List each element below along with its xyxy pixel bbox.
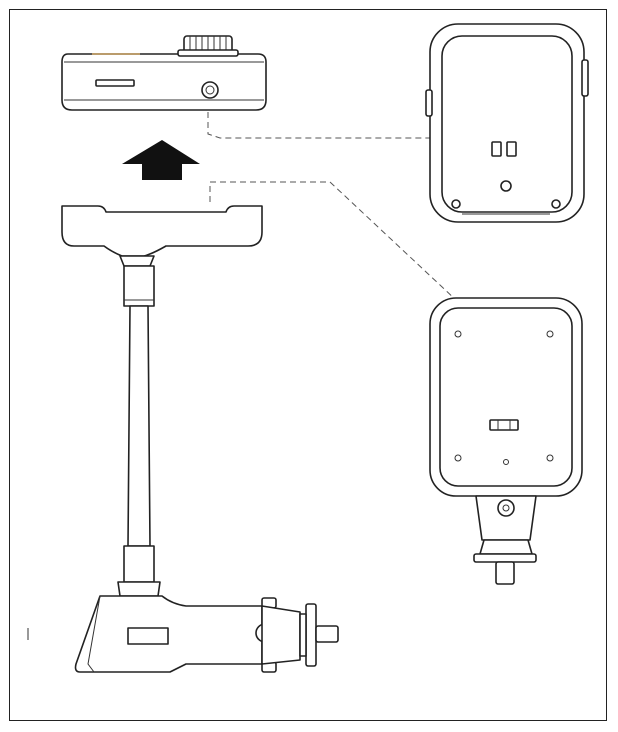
mount-hole bbox=[500, 180, 512, 192]
transmitter-unit-back-view bbox=[425, 23, 589, 223]
screw bbox=[546, 330, 554, 338]
insert-arrow-icon bbox=[122, 140, 200, 180]
cradle-back-view bbox=[429, 297, 583, 585]
gooseneck bbox=[127, 305, 151, 547]
neck-stub bbox=[495, 561, 515, 585]
transmitter-unit-side-view bbox=[61, 35, 267, 111]
screw bbox=[451, 199, 461, 209]
aux-jack bbox=[201, 81, 219, 99]
plug-display bbox=[127, 627, 169, 645]
usb-slot bbox=[95, 79, 135, 87]
guide-lines bbox=[207, 112, 476, 301]
cradle-mount-with-gooseneck bbox=[27, 205, 339, 673]
contact-plate bbox=[489, 419, 519, 431]
screw bbox=[551, 199, 561, 209]
screw bbox=[454, 330, 462, 338]
screw bbox=[546, 454, 554, 462]
connector-pin bbox=[491, 141, 502, 157]
mount-hole bbox=[503, 459, 509, 465]
plug-tip bbox=[315, 625, 339, 643]
ball-joint bbox=[475, 495, 537, 541]
plug-flange bbox=[305, 603, 317, 667]
volume-knob bbox=[177, 35, 239, 57]
screw bbox=[454, 454, 462, 462]
connector-pin bbox=[506, 141, 517, 157]
